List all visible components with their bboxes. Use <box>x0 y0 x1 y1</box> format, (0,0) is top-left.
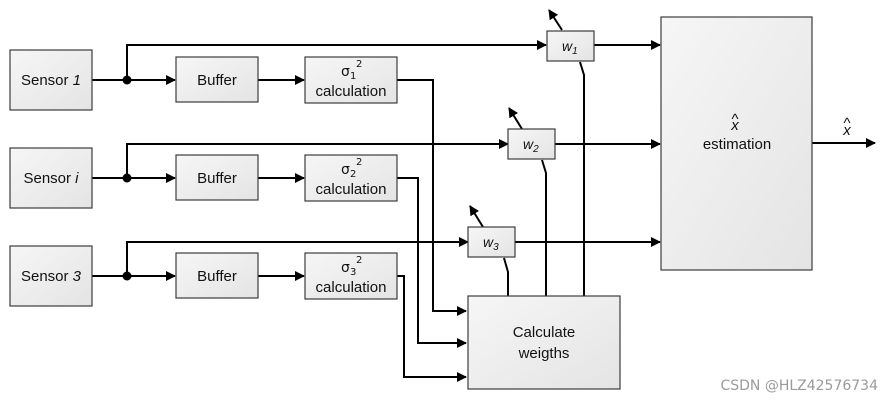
sigma-3-box[interactable] <box>304 252 398 300</box>
estimation-word: estimation <box>703 136 771 153</box>
junction-dot <box>122 173 132 183</box>
sigma1-to-calcweights <box>397 79 467 316</box>
connections <box>92 9 876 382</box>
sigma-superscript: 2 <box>356 59 362 70</box>
buffer-3-label: Buffer <box>197 268 237 285</box>
sensor-i-box[interactable] <box>9 147 93 209</box>
junction-dot <box>122 75 132 85</box>
estimation-hat: ^ <box>731 111 738 128</box>
w3-adjust-arrow <box>469 205 484 228</box>
sigma-word: calculation <box>316 279 387 296</box>
buffer-3-box[interactable] <box>175 252 259 299</box>
sigma-symbol: σ <box>341 162 350 178</box>
sensor-3-label: Sensor 3 <box>21 268 82 285</box>
sigma-2-label: σ 2 2 calculation <box>316 157 387 198</box>
sigma-superscript: 2 <box>356 157 362 168</box>
sensor-i-label: Sensor i <box>23 170 79 187</box>
sensor-3-box[interactable] <box>9 245 93 307</box>
sigma-subscript: 1 <box>350 71 356 82</box>
calculate-weights-line2: weigths <box>518 345 570 362</box>
w1-adjust-arrow <box>548 9 563 31</box>
junction3-to-w3 <box>126 237 469 276</box>
sigma-3-label: σ 3 2 calculation <box>316 255 387 296</box>
estimation-box[interactable] <box>660 16 813 271</box>
sigma-word: calculation <box>316 83 387 100</box>
weight-2-label: w2 <box>523 136 539 155</box>
weight-1-label: w1 <box>562 38 578 57</box>
junction1-to-w1 <box>126 40 547 80</box>
block-style <box>9 16 813 390</box>
calcweights-to-w1 <box>579 61 585 296</box>
w2-adjust-arrow <box>508 107 523 130</box>
sigma-symbol: σ <box>341 64 350 80</box>
sigma-subscript: 3 <box>350 267 356 278</box>
watermark: CSDN @HLZ42576734 <box>720 378 878 394</box>
sensor-1-box[interactable] <box>9 49 93 111</box>
calculate-weights-line1: Calculate <box>513 324 576 341</box>
sigma-2-box[interactable] <box>304 154 398 202</box>
calculate-weights-box[interactable] <box>467 295 621 390</box>
buffer-1-box[interactable] <box>175 56 259 103</box>
sigma-1-label: σ 1 2 calculation <box>316 59 387 100</box>
weight-3-label: w3 <box>483 234 499 253</box>
calcweights-to-w2 <box>541 159 547 296</box>
sigma-subscript: 2 <box>350 169 356 180</box>
estimation-symbol: x <box>730 117 739 134</box>
calcweights-to-w3 <box>503 257 509 296</box>
output-symbol: x <box>842 122 851 139</box>
weight-1-box[interactable] <box>546 30 595 62</box>
buffer-2-label: Buffer <box>197 170 237 187</box>
sigma-superscript: 2 <box>356 255 362 266</box>
junctioni-to-w2 <box>126 139 509 178</box>
sigma3-to-calcweights <box>397 275 467 382</box>
output-hat: ^ <box>843 115 850 132</box>
sigma2-to-calcweights <box>397 177 467 348</box>
sigma-1-box[interactable] <box>304 56 398 104</box>
sigma-word: calculation <box>316 181 387 198</box>
sensor-1-label: Sensor 1 <box>21 72 81 89</box>
junction-dot <box>122 271 132 281</box>
buffer-2-box[interactable] <box>175 154 259 201</box>
buffer-1-label: Buffer <box>197 72 237 89</box>
weight-2-box[interactable] <box>507 128 556 160</box>
weight-3-box[interactable] <box>467 226 516 258</box>
sigma-symbol: σ <box>341 260 350 276</box>
